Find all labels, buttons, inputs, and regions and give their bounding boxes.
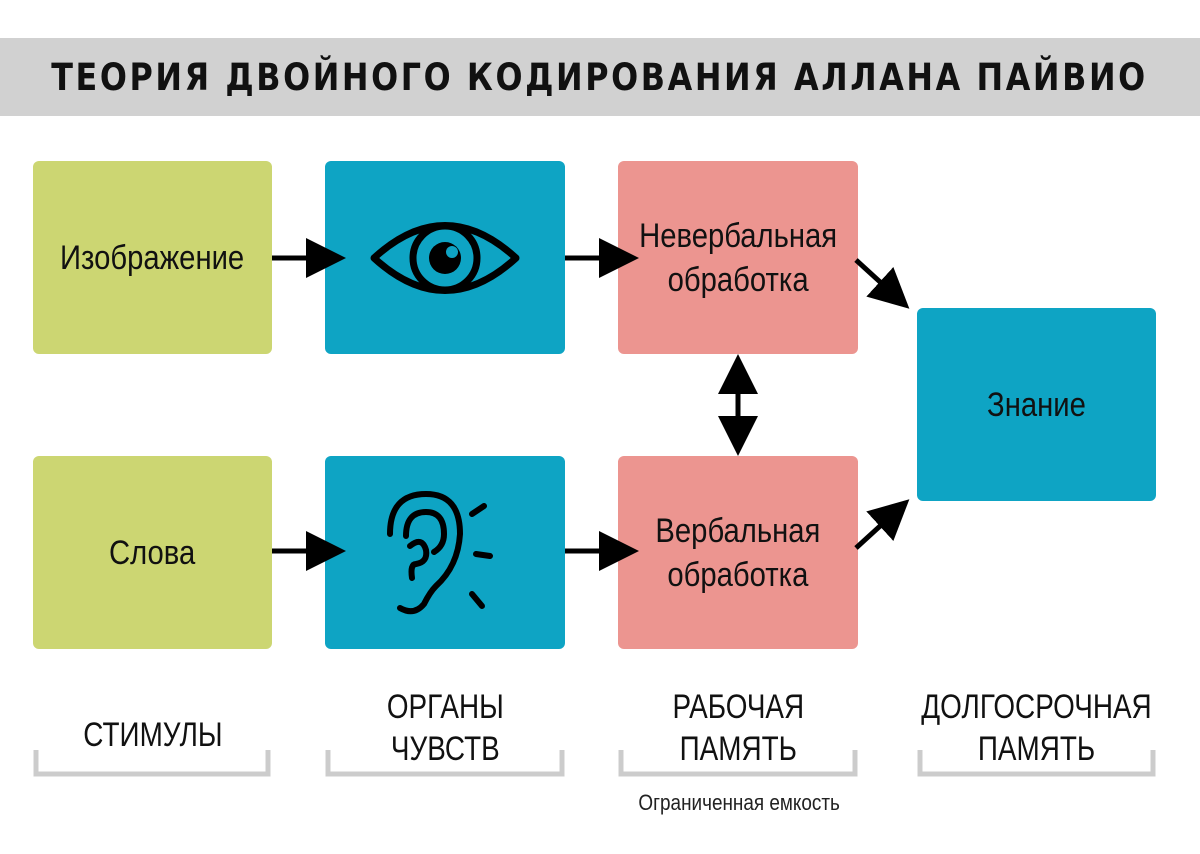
stimulus-words-label: Слова bbox=[109, 533, 196, 572]
column-label-stimuli-text: СТИМУЛЫ bbox=[82, 716, 223, 754]
bracket-senses bbox=[325, 750, 565, 777]
column-label-long-term: ДОЛГОСРОЧНАЯ ПАМЯТЬ bbox=[900, 680, 1172, 776]
capacity-note: Ограниченная емкость bbox=[600, 790, 878, 816]
stimulus-words-box: Слова bbox=[33, 456, 272, 649]
column-label-long-term-text: ДОЛГОСРОЧНАЯ ПАМЯТЬ bbox=[920, 688, 1152, 768]
stimulus-image-box: Изображение bbox=[33, 161, 272, 354]
column-label-stimuli: СТИМУЛЫ bbox=[33, 680, 272, 776]
arrow-verbal-to-knowledge bbox=[854, 499, 910, 550]
bracket-long-term bbox=[917, 750, 1156, 777]
capacity-note-text: Ограниченная емкость bbox=[638, 790, 840, 815]
column-label-working-memory-text: РАБОЧАЯ ПАМЯТЬ bbox=[672, 688, 804, 768]
column-label-working-memory: РАБОЧАЯ ПАМЯТЬ bbox=[618, 680, 858, 776]
knowledge-label: Знание bbox=[987, 385, 1086, 424]
eye-icon bbox=[370, 221, 520, 294]
arrow-nonverbal-to-knowledge bbox=[854, 258, 910, 309]
verbal-processing-box: Вербальная обработка bbox=[618, 456, 858, 649]
sense-ear-box bbox=[325, 456, 565, 649]
bracket-stimuli bbox=[33, 750, 271, 777]
page-title: ТЕОРИЯ ДВОЙНОГО КОДИРОВАНИЯ АЛЛАНА ПАЙВИ… bbox=[51, 55, 1149, 99]
verbal-processing-label: Вербальная обработка bbox=[655, 511, 821, 594]
nonverbal-processing-label: Невербальная обработка bbox=[639, 216, 837, 299]
column-label-senses: ОРГАНЫ ЧУВСТВ bbox=[325, 680, 565, 776]
knowledge-box: Знание bbox=[917, 308, 1156, 501]
sense-eye-box bbox=[325, 161, 565, 354]
ear-icon bbox=[387, 490, 493, 614]
stimulus-image-label: Изображение bbox=[60, 238, 245, 277]
column-label-senses-text: ОРГАНЫ ЧУВСТВ bbox=[386, 688, 504, 768]
bracket-working-memory bbox=[618, 750, 858, 777]
title-bar: ТЕОРИЯ ДВОЙНОГО КОДИРОВАНИЯ АЛЛАНА ПАЙВИ… bbox=[0, 38, 1200, 116]
nonverbal-processing-box: Невербальная обработка bbox=[618, 161, 858, 354]
